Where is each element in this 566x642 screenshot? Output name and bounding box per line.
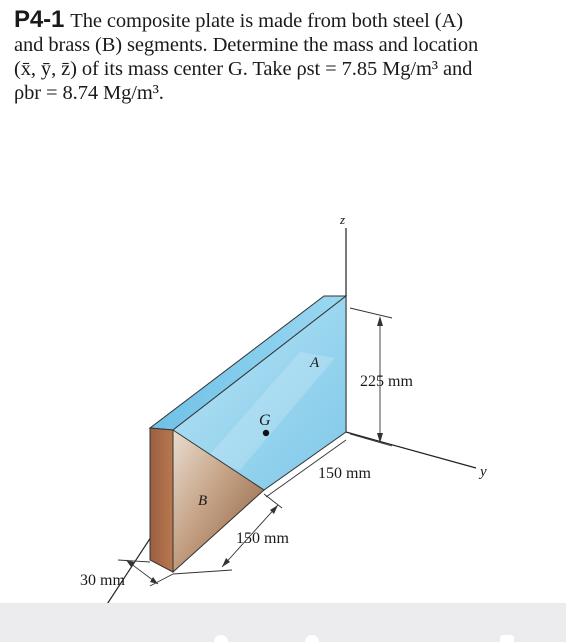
bottom-navigation-bar	[0, 603, 566, 642]
dim-height-arrow-top	[377, 316, 383, 326]
dim-height-ext-bottom	[349, 433, 393, 447]
dim-thickness-ext-1	[117, 559, 151, 563]
dim-height-ext-top	[349, 307, 393, 319]
dim-height-arrow-bottom	[377, 433, 383, 443]
label-axis-y: y	[478, 464, 487, 480]
dim-width-top-label: 150 mm	[318, 465, 371, 482]
dim-height-label: 225 mm	[360, 373, 413, 390]
dim-thickness-arrow-1	[126, 560, 134, 567]
dim-width-top-line	[265, 439, 347, 498]
dim-width-bottom-ext-1	[263, 493, 283, 509]
dim-thickness-ext-2	[149, 573, 174, 587]
label-segment-b: B	[198, 493, 207, 509]
problem-number: P4-1	[14, 6, 65, 33]
label-g: G	[259, 412, 271, 429]
problem-line-4: ρbr = 8.74 Mg/m³.	[14, 82, 164, 104]
problem-line-3: (x̄, ȳ, z̄) of its mass center G. Take ρ…	[14, 58, 473, 80]
dim-width-bottom-ext-2	[172, 569, 233, 575]
brass-side-face	[149, 427, 174, 573]
dim-width-bottom-line	[221, 504, 279, 568]
nav-menu-icon[interactable]	[500, 635, 514, 642]
center-g-dot	[262, 429, 270, 437]
problem-line-2: and brass (B) segments. Determine the ma…	[14, 34, 479, 56]
dim-width-bottom-label: 150 mm	[236, 530, 289, 547]
dim-thickness-arrow-2	[150, 577, 158, 584]
y-axis-line	[345, 431, 477, 469]
label-axis-z: z	[339, 212, 345, 227]
dim-width-bottom-arrow-2	[222, 558, 230, 567]
dim-thickness-label: 30 mm	[80, 572, 125, 589]
nav-home-icon[interactable]	[214, 635, 228, 642]
problem-text-1: The composite plate is made from both st…	[70, 10, 463, 32]
steel-highlight	[205, 352, 335, 470]
dim-width-bottom-arrow-1	[270, 505, 278, 514]
nav-search-icon[interactable]	[305, 635, 319, 642]
label-segment-a: A	[309, 355, 320, 371]
